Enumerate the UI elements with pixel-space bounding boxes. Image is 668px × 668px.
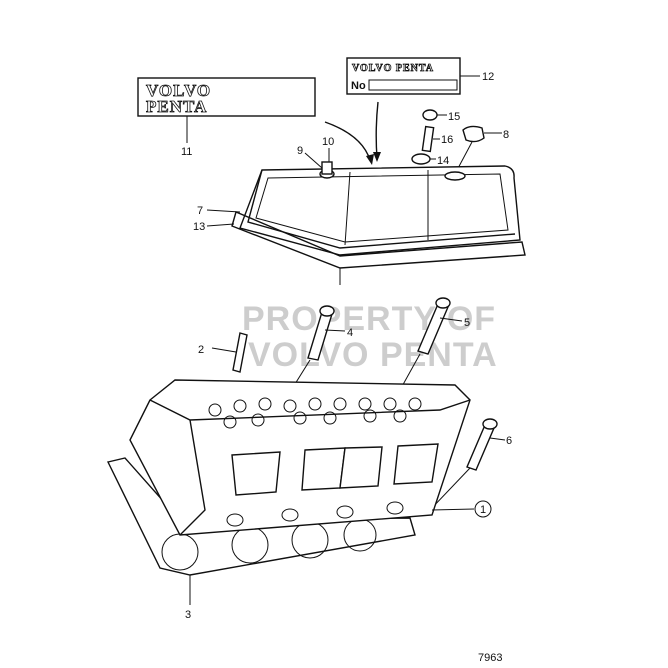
decal-line-2: PENTA [146, 97, 207, 116]
callout-11: 11 [181, 146, 192, 158]
callout-8: 8 [503, 129, 509, 141]
callout-6: 6 [506, 435, 512, 447]
callout-3: 3 [185, 609, 191, 621]
filler-cap-8 [462, 125, 485, 143]
bolt-5 [417, 297, 451, 355]
plate-title: VOLVO PENTA [352, 63, 434, 74]
callout-1: 1 [480, 504, 486, 516]
callout-9: 9 [297, 145, 303, 157]
callout-16: 16 [441, 134, 453, 146]
decal-line-1: VOLVO [146, 81, 211, 100]
callout-7: 7 [197, 205, 203, 217]
watermark-line-2: VOLVO PENTA [248, 336, 498, 374]
callout-4: 4 [347, 327, 353, 339]
plate-no-label: No [351, 80, 366, 92]
washer-14 [411, 153, 431, 165]
callout-15: 15 [448, 111, 460, 123]
nut-15 [422, 109, 438, 121]
bolt-4 [307, 305, 335, 361]
stud-2 [232, 332, 248, 373]
stud-16 [421, 125, 435, 153]
callout-10: 10 [322, 136, 334, 148]
bolt-6 [466, 418, 498, 471]
callout-12: 12 [482, 71, 494, 83]
callout-13: 13 [193, 221, 205, 233]
valve-cover [231, 161, 526, 269]
drawing-number: 7963 [478, 652, 502, 664]
decal-volvo-penta-large: VOLVO PENTA [137, 77, 316, 117]
callout-5: 5 [464, 317, 470, 329]
watermark-line-1: PROPERTY OF [242, 300, 496, 338]
callout-2: 2 [198, 344, 204, 356]
cylinder-head [129, 379, 471, 536]
callout-14: 14 [437, 155, 449, 167]
identification-plate: VOLVO PENTA No [346, 57, 461, 95]
